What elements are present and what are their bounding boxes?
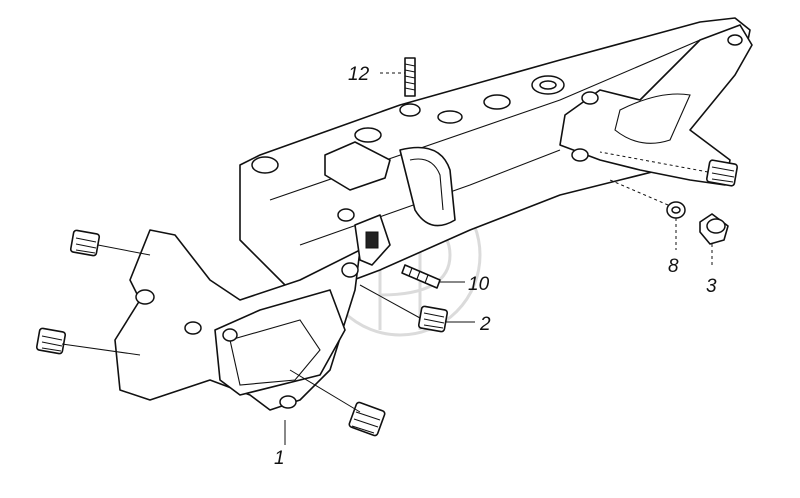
callout-1: 1	[274, 448, 285, 469]
callout-12: 12	[348, 64, 370, 85]
stud-10	[401, 264, 441, 289]
callout-2: 2	[479, 314, 491, 335]
plug-bottom	[348, 401, 386, 437]
callout-10: 10	[468, 274, 490, 295]
plug-right	[705, 159, 739, 187]
callout-8: 8	[668, 256, 679, 277]
callout-3: 3	[706, 276, 717, 297]
stud-12	[404, 57, 416, 97]
plug-2	[417, 305, 449, 333]
washer-8	[666, 201, 686, 219]
leader-lines	[61, 72, 713, 445]
plug-3	[699, 213, 729, 245]
left-outlet-flange	[114, 208, 391, 411]
plug-left-1	[69, 229, 101, 257]
plug-left-2	[35, 327, 67, 355]
right-flange	[559, 24, 753, 186]
